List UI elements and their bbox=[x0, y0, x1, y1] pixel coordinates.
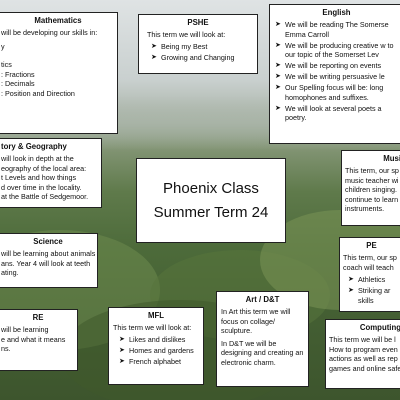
history-line: eography of the local area: bbox=[1, 163, 87, 173]
mfl-intro: This term we will look at: bbox=[113, 323, 192, 333]
class-title-panel: Phoenix Class Summer Term 24 bbox=[136, 158, 286, 243]
art-paragraph: In Art this term we will focus on collag… bbox=[221, 307, 291, 336]
arrow-bullet-icon: ➤ bbox=[348, 276, 354, 284]
mfl-item: ➤Homes and gardens bbox=[119, 345, 194, 355]
arrow-bullet-icon: ➤ bbox=[275, 104, 281, 112]
computing-panel: Computing This term we will be l How to … bbox=[325, 319, 400, 389]
mathematics-line: y bbox=[1, 41, 5, 51]
pe-title: PE bbox=[366, 241, 377, 250]
pshe-item: ➤Growing and Changing bbox=[151, 52, 235, 62]
english-item: ➤We will be writing persuasive le bbox=[275, 72, 385, 82]
mathematics-intro: will be developing our skills in: bbox=[1, 28, 98, 38]
english-item: ➤We will be reading The Somerse Emma Car… bbox=[275, 20, 389, 39]
mathematics-line: tics bbox=[1, 60, 12, 70]
mathematics-panel: Mathematics will be developing our skill… bbox=[0, 12, 118, 134]
science-panel: Science will be learning about animals a… bbox=[0, 233, 98, 288]
pshe-item: ➤Being my Best bbox=[151, 41, 208, 51]
arrow-bullet-icon: ➤ bbox=[119, 346, 125, 354]
mfl-panel: MFL This term we will look at: ➤Likes an… bbox=[108, 307, 204, 385]
arrow-bullet-icon: ➤ bbox=[275, 41, 281, 49]
art-dt-title: Art / D&T bbox=[245, 295, 280, 304]
history-line: at the Battle of Sedgemoor. bbox=[1, 192, 89, 202]
computing-line: This term we will be l bbox=[329, 335, 396, 345]
mfl-item: ➤Likes and dislikes bbox=[119, 334, 186, 344]
music-line: instruments. bbox=[345, 204, 385, 214]
re-title: RE bbox=[32, 313, 44, 322]
english-title: English bbox=[322, 8, 351, 17]
english-item: ➤We will be reporting on events bbox=[275, 61, 382, 71]
re-line: e and what it means bbox=[1, 334, 66, 344]
arrow-bullet-icon: ➤ bbox=[119, 357, 125, 365]
pe-item: ➤Athletics bbox=[348, 275, 386, 285]
science-title: Science bbox=[33, 237, 63, 246]
english-panel: English ➤We will be reading The Somerse … bbox=[269, 4, 400, 144]
pe-panel: PE This term, our sp coach will teach ➤A… bbox=[339, 237, 400, 312]
pshe-panel: PSHE This term we will look at: ➤Being m… bbox=[138, 14, 258, 74]
music-line: continue to learn bbox=[345, 194, 399, 204]
arrow-bullet-icon: ➤ bbox=[275, 73, 281, 81]
mathematics-line: : Decimals bbox=[1, 79, 35, 89]
science-line: will be learning about animals bbox=[1, 249, 96, 259]
computing-line: games and online safe bbox=[329, 363, 400, 373]
term-name: Summer Term 24 bbox=[153, 203, 269, 221]
arrow-bullet-icon: ➤ bbox=[119, 335, 125, 343]
computing-line: actions as well as rep bbox=[329, 354, 398, 364]
english-item: ➤We will be producing creative w to our … bbox=[275, 40, 394, 60]
science-line: ans. Year 4 will look at teeth bbox=[1, 258, 91, 268]
dt-paragraph: In D&T we will be designing and creating… bbox=[221, 338, 304, 367]
computing-line: How to program even bbox=[329, 344, 398, 354]
english-item: ➤We will look at several poets a poetry. bbox=[275, 103, 382, 123]
history-line: t Levels and how things bbox=[1, 173, 77, 183]
pshe-intro: This term we will look at: bbox=[147, 30, 226, 40]
history-line: will look in depth at the bbox=[1, 154, 74, 164]
class-name: Phoenix Class bbox=[163, 179, 259, 197]
computing-title: Computing bbox=[359, 323, 400, 332]
science-line: ating. bbox=[1, 268, 19, 278]
arrow-bullet-icon: ➤ bbox=[151, 53, 157, 61]
history-line: d over time in the locality. bbox=[1, 182, 82, 192]
mfl-item: ➤French alphabet bbox=[119, 356, 181, 366]
english-item: ➤Our Spelling focus will be: long homoph… bbox=[275, 83, 384, 102]
re-panel: RE will be learning e and what it means … bbox=[0, 309, 78, 371]
mathematics-line: : Position and Direction bbox=[1, 88, 75, 98]
history-geography-panel: tory & Geography will look in depth at t… bbox=[0, 138, 102, 208]
mathematics-line bbox=[1, 51, 117, 60]
arrow-bullet-icon: ➤ bbox=[275, 84, 281, 92]
mfl-title: MFL bbox=[147, 311, 165, 320]
pshe-title: PSHE bbox=[187, 18, 209, 27]
arrow-bullet-icon: ➤ bbox=[348, 287, 354, 295]
music-title: Musi bbox=[383, 154, 400, 163]
mathematics-line: : Fractions bbox=[1, 69, 35, 79]
music-line: music teacher wi bbox=[345, 175, 399, 185]
music-line: This term, our sp bbox=[345, 166, 399, 176]
music-line: children singing. bbox=[345, 185, 397, 195]
arrow-bullet-icon: ➤ bbox=[275, 21, 281, 29]
arrow-bullet-icon: ➤ bbox=[151, 42, 157, 50]
re-line: will be learning bbox=[1, 325, 49, 335]
art-dt-panel: Art / D&T In Art this term we will focus… bbox=[216, 291, 309, 387]
pe-intro: This term, our sp coach will teach bbox=[343, 253, 397, 272]
music-panel: Musi This term, our sp music teacher wi … bbox=[341, 150, 400, 226]
arrow-bullet-icon: ➤ bbox=[275, 62, 281, 70]
mathematics-title: Mathematics bbox=[34, 16, 82, 25]
history-geography-title: tory & Geography bbox=[1, 142, 67, 151]
pe-item: ➤Striking ar skills bbox=[348, 286, 391, 305]
re-line: ns. bbox=[1, 344, 11, 354]
